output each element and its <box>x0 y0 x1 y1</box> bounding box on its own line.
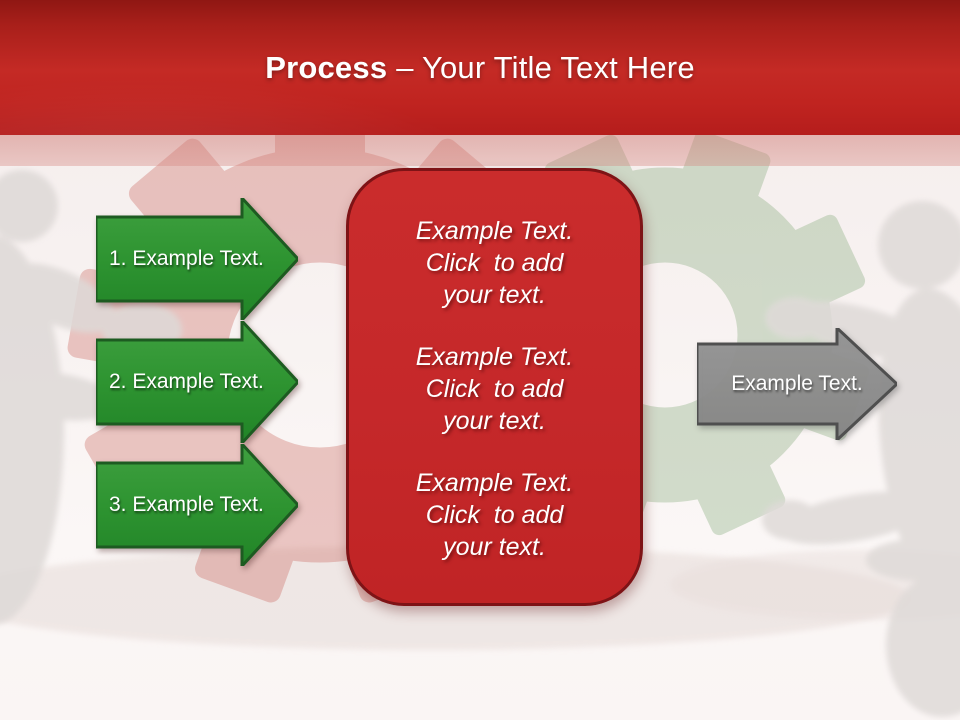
step-arrow-3[interactable]: 3. Example Text. <box>96 444 298 566</box>
right-arrow-shape <box>697 328 897 440</box>
step-arrow-2[interactable]: 2. Example Text. <box>96 321 298 443</box>
panel-text-block-2[interactable]: Example Text. Click to add your text. <box>415 343 574 435</box>
step-arrow-2-label: 2. Example Text. <box>109 370 264 393</box>
output-arrow-label: Example Text. <box>731 372 863 395</box>
slide-title-rest: – Your Title Text Here <box>396 49 695 85</box>
right-arrow-shape <box>96 444 298 566</box>
step-arrow-1-label: 1. Example Text. <box>109 247 264 270</box>
slide-title: Process– Your Title Text Here <box>265 50 695 86</box>
title-bar: Process– Your Title Text Here <box>0 0 960 135</box>
panel-text-block-1[interactable]: Example Text. Click to add your text. <box>415 217 574 309</box>
step-arrow-1[interactable]: 1. Example Text. <box>96 198 298 320</box>
step-arrow-3-label: 3. Example Text. <box>109 493 264 516</box>
panel-text-block-3[interactable]: Example Text. Click to add your text. <box>415 469 574 561</box>
slide-title-keyword: Process <box>265 49 388 85</box>
right-arrow-shape <box>96 321 298 443</box>
right-figure-graphic <box>762 201 960 717</box>
right-arrow-shape <box>96 198 298 320</box>
header-accent-band <box>0 135 960 166</box>
output-arrow[interactable]: Example Text. <box>697 328 897 440</box>
center-panel[interactable]: Example Text. Click to add your text. Ex… <box>346 168 643 606</box>
